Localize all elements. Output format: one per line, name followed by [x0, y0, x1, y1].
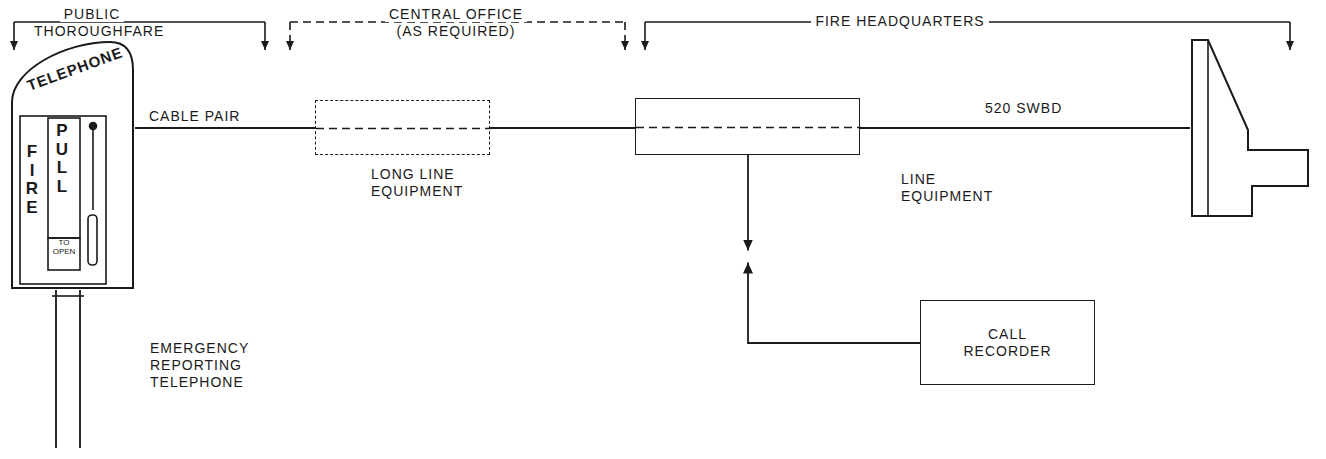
region-label: FIRE HEADQUARTERS — [790, 13, 1010, 30]
equipment-label: LINE EQUIPMENT — [901, 171, 1001, 205]
equipment-label: LONG LINE EQUIPMENT — [371, 166, 496, 200]
cable-line — [860, 127, 1190, 129]
label-text: EMERGENCY REPORTING TELEPHONE — [150, 340, 249, 390]
bracket-arrow — [644, 22, 646, 50]
line-label: CABLE PAIR — [149, 108, 240, 125]
telephone-pole — [56, 290, 80, 448]
door-latch — [90, 123, 97, 130]
pull-panel — [48, 118, 80, 238]
recorder-lead — [748, 263, 920, 344]
pole-collar — [52, 295, 84, 297]
node-outline — [316, 101, 491, 156]
cable-line — [135, 127, 315, 129]
connector — [490, 127, 635, 129]
long-line-box: LONG LINE EQUIPMENT — [315, 100, 490, 155]
pass-through-line — [636, 127, 861, 129]
recorder-lead — [747, 155, 749, 251]
emergency-telephone: TELEPHONE FIRE PULL TO OPEN — [10, 40, 135, 290]
region-label: CENTRAL OFFICE (AS REQUIRED) — [380, 6, 532, 40]
switchboard-outline — [1192, 40, 1308, 216]
fire-letters: FIRE — [24, 143, 41, 218]
telephone-door — [20, 116, 106, 284]
label-text: PUBLIC THOROUGHFARE — [30, 6, 168, 39]
device-caption: EMERGENCY REPORTING TELEPHONE — [150, 340, 335, 390]
pass-through-line — [316, 128, 491, 130]
telephone-sign: TELEPHONE — [16, 40, 133, 97]
pull-letters: PULL — [54, 122, 71, 197]
switchboard: 520 SWBD — [1190, 38, 1310, 218]
switchboard-panel — [1207, 40, 1209, 216]
connector — [860, 127, 1190, 129]
recorder-label: CALL RECORDER — [953, 326, 1063, 360]
bracket-arrow — [13, 22, 15, 50]
open-panel — [48, 238, 80, 270]
bracket-arrow — [289, 22, 291, 50]
connector — [748, 155, 920, 343]
bracket-arrow — [624, 22, 626, 50]
region-label: PUBLIC THOROUGHFARE — [30, 6, 154, 40]
handle-slot — [88, 215, 97, 265]
bracket-arrow — [264, 22, 266, 50]
label-text: FIRE HEADQUARTERS — [811, 13, 988, 29]
bracket-arrow — [1289, 22, 1291, 50]
door-seam — [92, 130, 94, 210]
connector — [135, 127, 315, 129]
label-text: CENTRAL OFFICE (AS REQUIRED) — [385, 6, 527, 39]
line-equipment-box: LINE EQUIPMENT — [635, 98, 860, 155]
call-recorder-box: CALL RECORDER — [920, 300, 1095, 385]
open-note: TO OPEN — [49, 239, 79, 257]
cable-line — [490, 127, 635, 129]
node-outline — [1190, 38, 1310, 218]
switchboard-label: 520 SWBD — [985, 100, 1062, 117]
node-outline — [636, 99, 861, 156]
